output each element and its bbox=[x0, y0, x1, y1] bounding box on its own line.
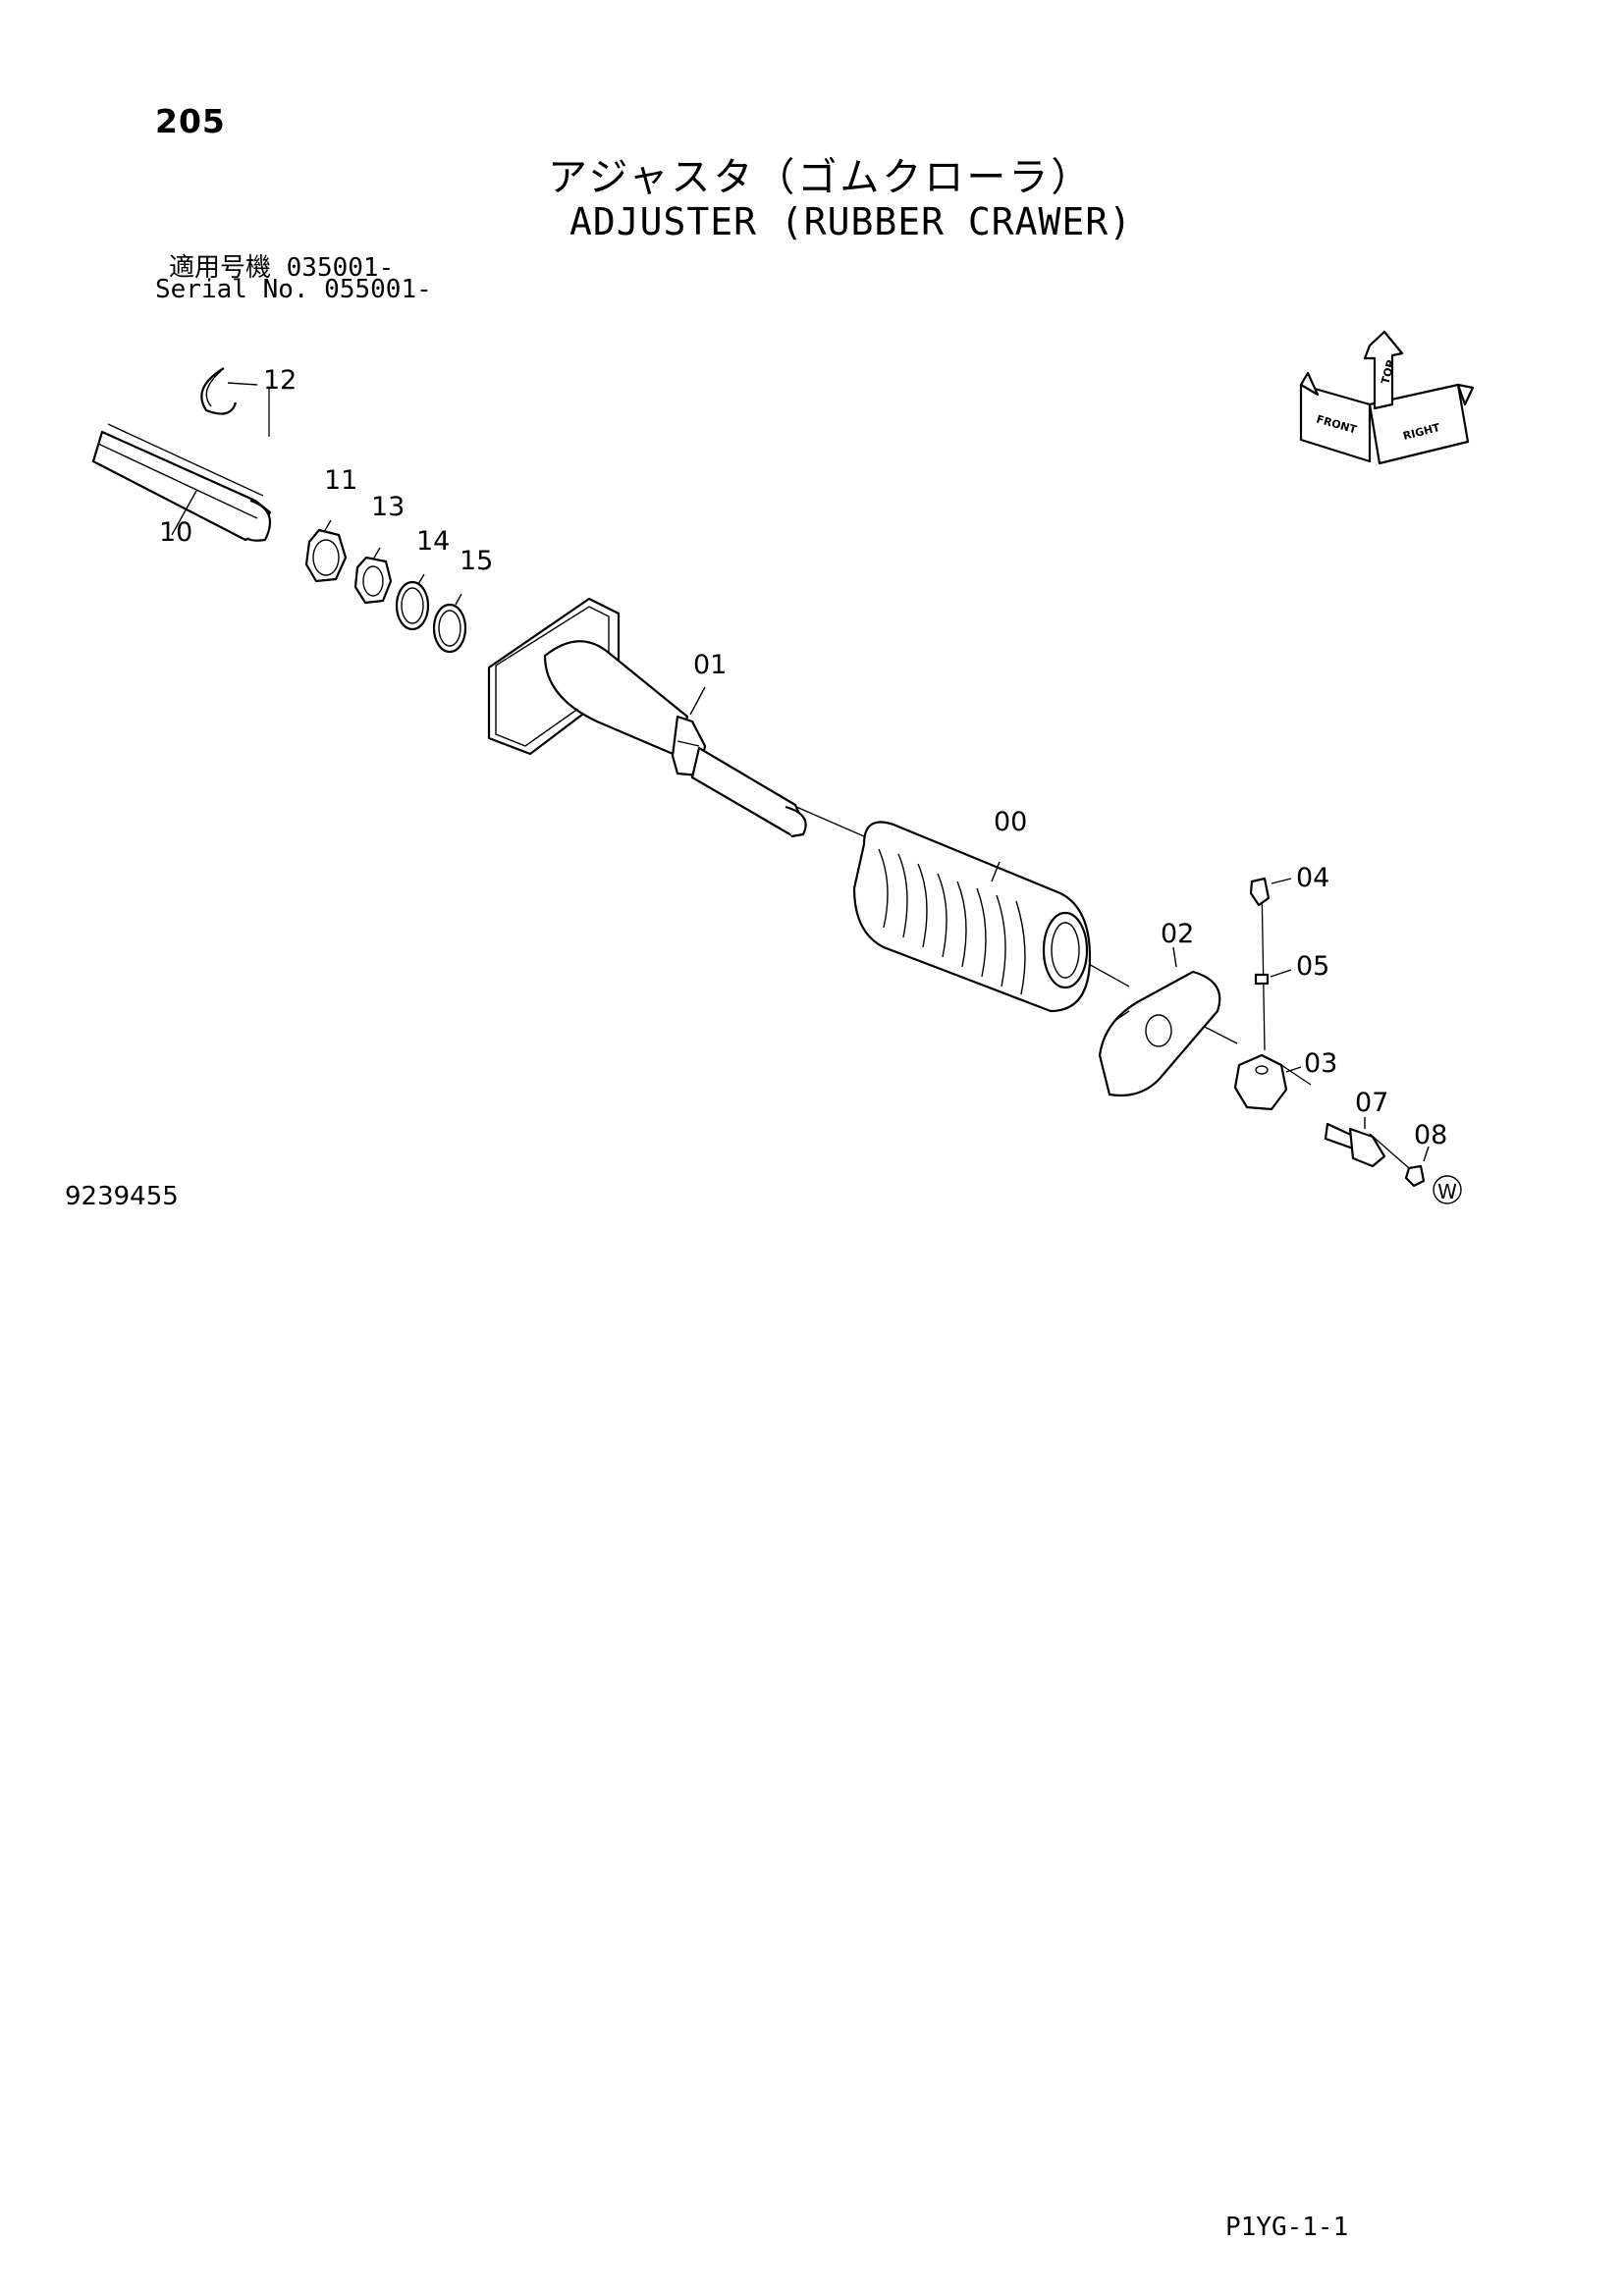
callout-14: 14 bbox=[416, 526, 450, 557]
part-10-rod bbox=[91, 423, 272, 542]
callout-labels: 00 01 02 03 04 05 07 08 10 11 12 13 14 1… bbox=[159, 365, 1447, 1150]
part-05-cap bbox=[1254, 969, 1292, 986]
part-12-snap-ring bbox=[200, 367, 258, 415]
page-code: P1YG-1-1 bbox=[1225, 2213, 1349, 2242]
page-number: 205 bbox=[155, 102, 226, 140]
part-15-ring bbox=[432, 593, 467, 654]
callout-10: 10 bbox=[159, 517, 192, 548]
callout-12: 12 bbox=[263, 365, 297, 396]
part-00-spring bbox=[852, 821, 1092, 1013]
callout-15: 15 bbox=[460, 546, 493, 576]
marker-w: W bbox=[1433, 1175, 1462, 1204]
part-07-fitting bbox=[1324, 1117, 1386, 1168]
drawing-number: 9239455 bbox=[65, 1182, 179, 1211]
part-14-ring bbox=[395, 573, 430, 631]
serial-range-english: Serial No. 055001- bbox=[155, 275, 432, 304]
part-11-nut bbox=[304, 519, 348, 583]
title-japanese: アジャスタ（ゴムクローラ） bbox=[548, 155, 1094, 200]
callout-07: 07 bbox=[1355, 1088, 1388, 1118]
orientation-top-label: TOP bbox=[1379, 358, 1397, 385]
orientation-icon: FRONT TOP RIGHT bbox=[1299, 330, 1475, 465]
callout-08: 08 bbox=[1414, 1120, 1447, 1150]
part-08-valve bbox=[1404, 1146, 1430, 1188]
callout-01: 01 bbox=[693, 650, 727, 680]
part-13-washer bbox=[353, 547, 393, 605]
callout-05: 05 bbox=[1296, 951, 1329, 982]
callout-11: 11 bbox=[324, 465, 357, 496]
callout-02: 02 bbox=[1161, 919, 1194, 949]
part-01-adjuster-rod bbox=[487, 597, 807, 838]
serial-range-japanese: 適用号機 035001- bbox=[169, 253, 395, 283]
callout-03: 03 bbox=[1304, 1048, 1337, 1079]
marker-w-label: W bbox=[1437, 1180, 1457, 1203]
callout-13: 13 bbox=[371, 492, 405, 522]
title-english: ADJUSTER (RUBBER CRAWER) bbox=[569, 200, 1133, 243]
part-02-flange bbox=[1098, 946, 1221, 1097]
assembly-axis bbox=[268, 388, 1410, 1169]
part-04-nipple bbox=[1249, 877, 1292, 907]
callout-00: 00 bbox=[994, 807, 1027, 837]
part-03-nut bbox=[1233, 1053, 1302, 1111]
callout-04: 04 bbox=[1296, 863, 1329, 893]
